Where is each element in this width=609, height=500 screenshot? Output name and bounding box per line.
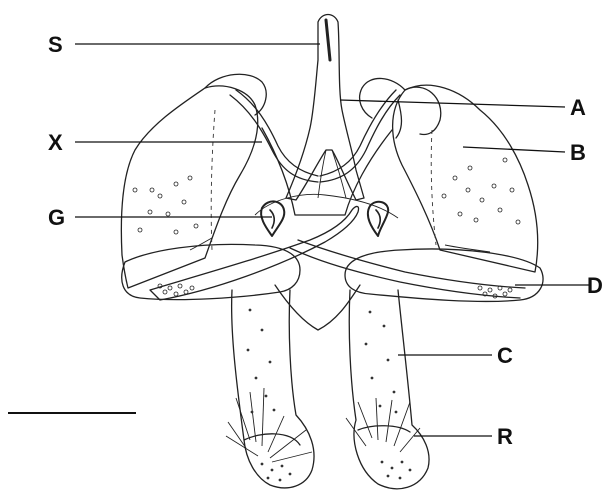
label-r: R	[497, 424, 513, 449]
speckle	[383, 325, 386, 328]
pore	[133, 188, 137, 192]
pore	[182, 200, 186, 204]
speckle	[273, 409, 276, 412]
speckle	[393, 391, 396, 394]
pore	[190, 286, 194, 290]
pore	[166, 212, 170, 216]
pore	[480, 198, 484, 202]
right-lateral-lobe	[360, 78, 538, 272]
pore	[178, 284, 182, 288]
label-a: A	[570, 95, 586, 120]
speckle	[289, 473, 292, 476]
stippling	[133, 158, 520, 481]
pore	[510, 188, 514, 192]
pore	[150, 188, 154, 192]
pore	[174, 292, 178, 296]
pore	[458, 212, 462, 216]
speckle	[247, 349, 250, 352]
gonopore-left	[261, 201, 284, 236]
speckle	[261, 463, 264, 466]
label-c: C	[497, 343, 513, 368]
speckle	[265, 395, 268, 398]
label-s: S	[48, 32, 63, 57]
label-b: B	[570, 140, 586, 165]
pore	[503, 158, 507, 162]
pore	[188, 176, 192, 180]
speckle	[369, 311, 372, 314]
pore	[498, 208, 502, 212]
speckle	[251, 411, 254, 414]
left-lateral-lobe	[121, 74, 266, 288]
pore	[158, 194, 162, 198]
speckle	[391, 467, 394, 470]
speckle	[365, 343, 368, 346]
pore	[453, 176, 457, 180]
speckle	[269, 361, 272, 364]
pore	[508, 288, 512, 292]
pore	[474, 218, 478, 222]
pore	[492, 184, 496, 188]
speckle	[395, 411, 398, 414]
leader-lines	[75, 44, 590, 436]
stylus	[286, 15, 364, 201]
speckle	[271, 469, 274, 472]
pore	[194, 224, 198, 228]
speckle	[249, 309, 252, 312]
speckle	[401, 461, 404, 464]
pore	[174, 230, 178, 234]
pore	[468, 166, 472, 170]
label-x: X	[48, 130, 63, 155]
speckle	[387, 359, 390, 362]
pore	[168, 286, 172, 290]
label-d: D	[587, 273, 603, 298]
speckle	[399, 477, 402, 480]
left-clasper	[232, 290, 314, 488]
pore	[516, 220, 520, 224]
right-clasper	[349, 290, 429, 489]
pore	[478, 286, 482, 290]
speckle	[279, 479, 282, 482]
pore	[488, 288, 492, 292]
speckle	[255, 377, 258, 380]
pore	[442, 194, 446, 198]
speckle	[371, 377, 374, 380]
pore	[174, 182, 178, 186]
speckle	[387, 475, 390, 478]
speckle	[409, 469, 412, 472]
basal-plate-right	[345, 249, 543, 301]
pore	[138, 228, 142, 232]
speckle	[381, 461, 384, 464]
pore	[148, 210, 152, 214]
speckle	[379, 405, 382, 408]
pore	[466, 188, 470, 192]
pore	[184, 290, 188, 294]
pore	[163, 290, 167, 294]
setae-right	[346, 398, 420, 452]
label-g: G	[48, 205, 65, 230]
speckle	[261, 329, 264, 332]
speckle	[281, 465, 284, 468]
speckle	[267, 477, 270, 480]
pore	[503, 292, 507, 296]
